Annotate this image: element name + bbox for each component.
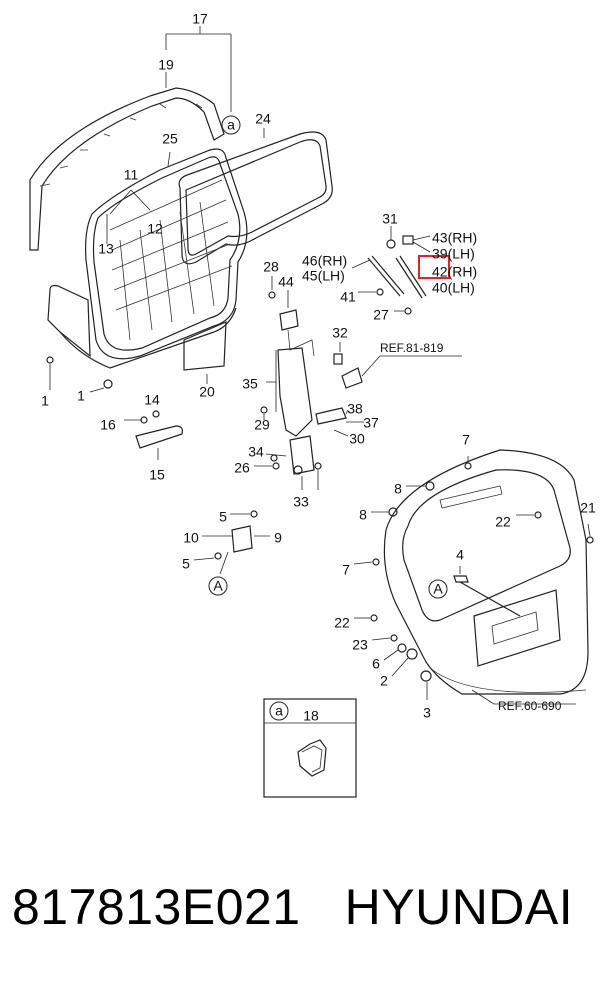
callout-c25: 25 (162, 131, 178, 147)
marker-m_A2: A (428, 579, 448, 599)
callout-c44: 44 (278, 274, 294, 290)
marker-m_a2: a (269, 701, 289, 721)
marker-letter: a (275, 703, 283, 719)
callout-c23: 23 (352, 637, 368, 653)
marker-letter: a (227, 117, 235, 133)
callout-labels: 171924251112133143(RH)39(LH)42(RH)40(LH)… (41, 11, 596, 724)
callout-c1b: 1 (77, 388, 85, 404)
callout-c28: 28 (263, 259, 279, 275)
callout-c19: 19 (158, 57, 174, 73)
callout-c30: 30 (349, 431, 365, 447)
marker-letter: A (213, 578, 223, 594)
reference-ref2: REF.60-690 (498, 699, 562, 713)
footer: 817813E021 HYUNDAI (12, 878, 588, 958)
callout-c12: 12 (147, 221, 163, 237)
callout-c6: 6 (372, 656, 380, 672)
callout-c46: 46(RH) (302, 253, 347, 269)
callout-c22a: 22 (495, 514, 511, 530)
callout-c24: 24 (255, 111, 271, 127)
callout-c15: 15 (149, 467, 165, 483)
reference-ref1: REF.81-819 (380, 341, 444, 355)
callout-c32: 32 (332, 325, 348, 341)
marker-circle (208, 576, 228, 596)
callout-c42: 42(RH) (432, 264, 477, 280)
callout-c39: 39(LH) (432, 246, 475, 262)
marker-m_a1: a (221, 115, 241, 135)
callout-c18: 18 (303, 708, 319, 724)
callout-c2: 2 (380, 673, 388, 689)
callout-c31: 31 (382, 211, 398, 227)
callout-c20: 20 (199, 384, 215, 400)
callout-c33: 33 (293, 494, 309, 510)
highlight-box-42 (418, 255, 450, 279)
callout-c43: 43(RH) (432, 230, 477, 246)
callout-c3: 3 (423, 705, 431, 721)
callout-c41: 41 (340, 289, 356, 305)
callout-c7a: 7 (462, 432, 470, 448)
callout-c1a: 1 (41, 393, 49, 409)
parts-diagram: 171924251112133143(RH)39(LH)42(RH)40(LH)… (29, 11, 596, 798)
callout-c45: 45(LH) (302, 268, 345, 284)
callout-c14: 14 (144, 392, 160, 408)
callout-c8a: 8 (394, 481, 402, 497)
callout-c37: 37 (363, 415, 379, 431)
callout-c22b: 22 (334, 615, 350, 631)
callout-c26: 26 (234, 460, 250, 476)
callout-c8b: 8 (359, 507, 367, 523)
callout-c17: 17 (192, 11, 208, 27)
marker-m_A1: A (208, 576, 228, 596)
callout-c5a: 5 (219, 509, 227, 525)
callout-c9: 9 (274, 530, 282, 546)
callout-c34: 34 (248, 444, 264, 460)
callout-c16: 16 (100, 417, 116, 433)
callout-c10: 10 (183, 530, 199, 546)
marker-circle (269, 701, 289, 721)
marker-circle (428, 579, 448, 599)
callout-c29: 29 (254, 417, 270, 433)
callout-c4: 4 (456, 547, 464, 563)
callout-c27: 27 (373, 307, 389, 323)
marker-letter: A (433, 581, 443, 597)
callout-c7b: 7 (342, 562, 350, 578)
callout-c21: 21 (580, 500, 596, 516)
part-number: 817813E021 (12, 879, 301, 935)
callout-c35: 35 (242, 376, 258, 392)
callout-c5b: 5 (182, 556, 190, 572)
diagram-artwork (29, 26, 594, 798)
callout-c11: 11 (124, 167, 139, 183)
callout-c40: 40(LH) (432, 280, 475, 296)
callout-c38: 38 (347, 401, 363, 417)
brand-name: HYUNDAI (344, 879, 574, 935)
marker-circle (221, 115, 241, 135)
callout-c13: 13 (98, 241, 114, 257)
